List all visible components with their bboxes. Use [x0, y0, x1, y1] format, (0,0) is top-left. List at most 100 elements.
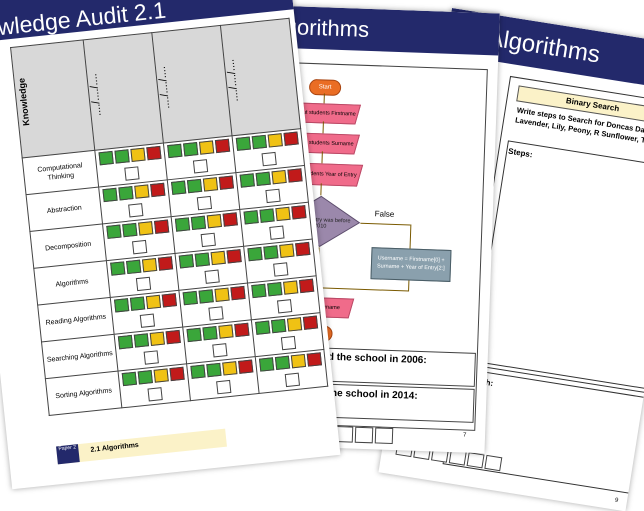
blank-square[interactable] — [212, 343, 228, 358]
yellow-square[interactable] — [138, 221, 154, 236]
yellow-square[interactable] — [141, 258, 158, 273]
blank-square[interactable] — [284, 372, 301, 388]
green-square[interactable] — [174, 217, 191, 232]
blank-square[interactable] — [124, 166, 140, 181]
yellow-square[interactable] — [130, 147, 146, 163]
red-square[interactable] — [222, 212, 238, 227]
green-square[interactable] — [167, 143, 183, 159]
red-square[interactable] — [302, 315, 319, 331]
blank-square[interactable] — [200, 232, 216, 248]
yellow-square[interactable] — [271, 170, 287, 185]
green-square[interactable] — [183, 142, 199, 157]
green-square[interactable] — [235, 136, 252, 152]
yellow-square[interactable] — [134, 184, 150, 200]
yellow-square[interactable] — [279, 243, 295, 259]
yellow-square[interactable] — [210, 251, 226, 266]
green-square[interactable] — [255, 320, 271, 336]
blank-square[interactable] — [135, 276, 152, 292]
green-square[interactable] — [251, 283, 267, 299]
green-square[interactable] — [239, 173, 255, 188]
red-square[interactable] — [154, 219, 170, 235]
blank-square[interactable] — [128, 203, 144, 218]
date-header-cell[interactable]: ..../..../.... — [83, 32, 164, 151]
blank-square[interactable] — [132, 240, 148, 255]
date-header-cell[interactable]: ..../..../.... — [151, 25, 233, 144]
red-square[interactable] — [161, 293, 178, 308]
red-square[interactable] — [157, 256, 174, 271]
blank-square[interactable] — [273, 262, 289, 277]
yellow-square[interactable] — [222, 361, 238, 376]
blank-square[interactable] — [139, 313, 156, 329]
green-square[interactable] — [178, 254, 195, 269]
red-square[interactable] — [291, 205, 307, 220]
red-square[interactable] — [354, 426, 374, 444]
green-square[interactable] — [186, 179, 203, 194]
red-square[interactable] — [283, 131, 299, 147]
green-square[interactable] — [190, 215, 207, 231]
blank-square[interactable] — [216, 380, 232, 395]
green-square[interactable] — [251, 135, 267, 150]
blank-square[interactable] — [265, 188, 281, 204]
green-square[interactable] — [206, 363, 222, 378]
green-square[interactable] — [198, 289, 214, 304]
red-square[interactable] — [218, 175, 235, 191]
green-square[interactable] — [255, 171, 271, 187]
green-square[interactable] — [117, 335, 134, 350]
red-square[interactable] — [466, 452, 485, 469]
red-square[interactable] — [238, 359, 254, 375]
yellow-square[interactable] — [145, 295, 162, 310]
blank-square[interactable] — [277, 299, 293, 314]
green-square[interactable] — [98, 151, 114, 166]
yellow-square[interactable] — [275, 207, 291, 222]
red-square[interactable] — [299, 278, 315, 294]
green-square[interactable] — [267, 282, 283, 297]
green-square[interactable] — [274, 355, 291, 371]
blank-square[interactable] — [280, 336, 297, 351]
yellow-square[interactable] — [214, 287, 230, 303]
red-square[interactable] — [214, 138, 231, 154]
blank-square[interactable] — [192, 159, 209, 174]
green-square[interactable] — [202, 326, 218, 341]
green-square[interactable] — [129, 296, 146, 312]
blank-square[interactable] — [208, 306, 224, 321]
yellow-square[interactable] — [198, 140, 215, 156]
green-square[interactable] — [247, 247, 263, 262]
yellow-square[interactable] — [286, 317, 303, 332]
green-square[interactable] — [118, 186, 134, 201]
red-square[interactable] — [165, 330, 181, 345]
red-square[interactable] — [150, 182, 166, 198]
yellow-square[interactable] — [290, 354, 307, 369]
green-square[interactable] — [102, 187, 118, 203]
green-square[interactable] — [114, 298, 130, 313]
blank-square[interactable] — [484, 454, 503, 472]
green-square[interactable] — [259, 357, 275, 372]
green-square[interactable] — [114, 149, 130, 164]
yellow-square[interactable] — [153, 368, 169, 384]
yellow-square[interactable] — [218, 324, 234, 340]
green-square[interactable] — [106, 224, 122, 240]
green-square[interactable] — [133, 333, 150, 348]
blank-square[interactable] — [196, 196, 213, 211]
green-square[interactable] — [122, 223, 138, 238]
red-square[interactable] — [295, 242, 311, 257]
blank-square[interactable] — [147, 387, 163, 402]
red-square[interactable] — [169, 366, 185, 382]
green-square[interactable] — [243, 210, 259, 225]
blank-square[interactable] — [269, 225, 285, 241]
red-square[interactable] — [226, 249, 242, 264]
date-header-cell[interactable]: ..../..../.... — [220, 18, 301, 136]
yellow-square[interactable] — [267, 133, 283, 148]
green-square[interactable] — [110, 261, 126, 276]
green-square[interactable] — [194, 252, 210, 268]
yellow-square[interactable] — [206, 214, 223, 229]
red-square[interactable] — [287, 168, 303, 183]
green-square[interactable] — [121, 371, 138, 387]
yellow-square[interactable] — [149, 331, 165, 347]
green-square[interactable] — [190, 364, 206, 380]
yellow-square[interactable] — [283, 280, 299, 296]
blank-square[interactable] — [261, 152, 277, 167]
yellow-square[interactable] — [202, 177, 219, 192]
red-square[interactable] — [230, 286, 246, 301]
green-square[interactable] — [186, 327, 202, 343]
red-square[interactable] — [146, 146, 162, 161]
